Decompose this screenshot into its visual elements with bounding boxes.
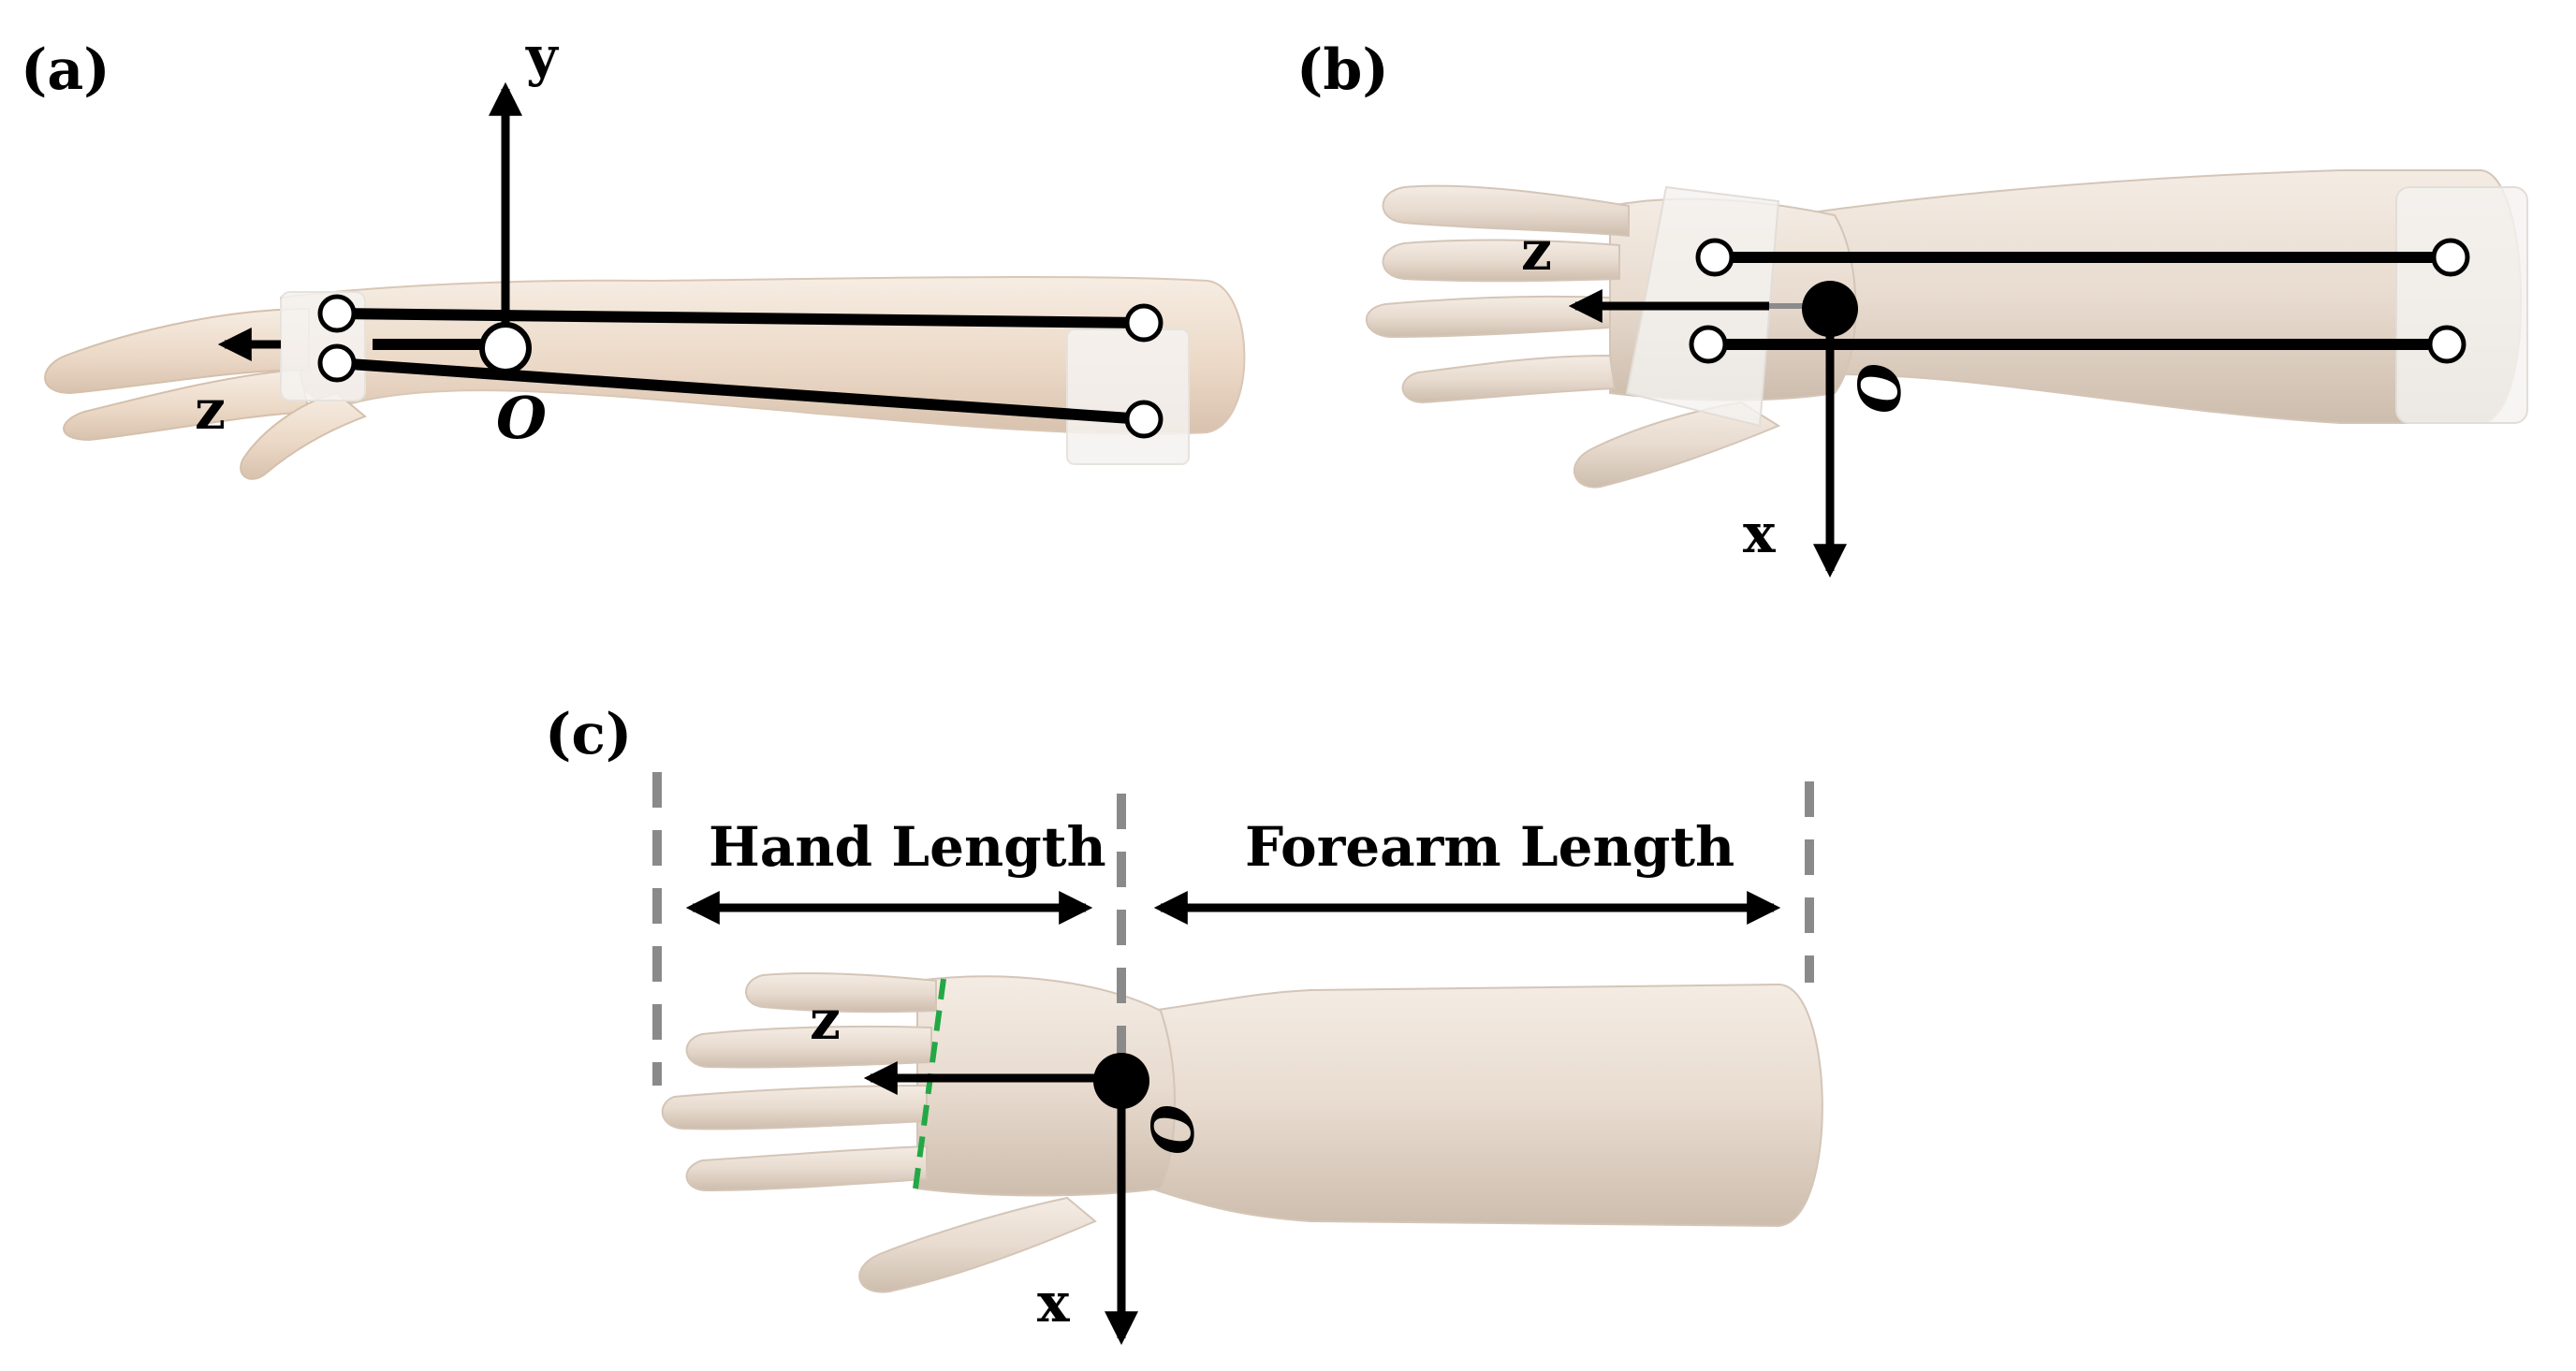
origin-label-b: O: [1844, 363, 1912, 414]
origin-label: O: [496, 384, 547, 452]
panel-c: (c) Hand Length Forearm Length: [545, 702, 1823, 1346]
arm-top-view-c: [661, 972, 1823, 1293]
forearm-length-label: Forearm Length: [1245, 815, 1734, 879]
axis-z-label-b: z: [1521, 219, 1552, 283]
axis-x-label-b: x: [1743, 502, 1776, 565]
origin-marker-c: [1093, 1053, 1149, 1109]
arm-top-view-b: [1366, 169, 2528, 489]
panel-a-label: (a): [21, 37, 110, 103]
panel-b-label: (b): [1296, 37, 1389, 103]
panel-b: (b) z x O: [1296, 37, 2528, 578]
origin-label-c: O: [1137, 1104, 1206, 1155]
hand-length-label: Hand Length: [709, 815, 1106, 879]
wrist-line: [913, 978, 946, 1189]
axis-z-label-c: z: [810, 988, 841, 1052]
panel-a: (a) y z O: [21, 24, 1246, 480]
axis-z-label: z: [195, 378, 226, 442]
axis-y-label: y: [525, 24, 560, 88]
origin-marker: [479, 322, 532, 374]
panel-c-label: (c): [545, 702, 632, 767]
axis-x-label-c: x: [1037, 1271, 1070, 1335]
origin-marker-b: [1802, 281, 1858, 337]
